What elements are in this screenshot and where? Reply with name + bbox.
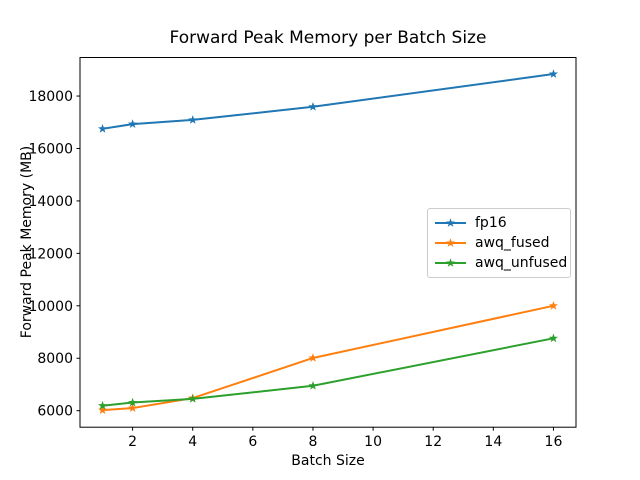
legend-label-awq-unfused: awq_unfused <box>475 255 568 271</box>
legend-line-awq-unfused-icon <box>435 258 466 267</box>
x-tick-label: 16 <box>545 434 563 450</box>
series-line-awq_fused <box>101 304 555 412</box>
x-tick-label: 6 <box>248 434 257 450</box>
y-axis-label: Forward Peak Memory (MB) <box>19 145 35 339</box>
legend-item-awq-unfused: awq_unfused <box>434 253 567 273</box>
legend-sample-star-icon <box>445 258 456 267</box>
data-point-marker-awq_fused <box>128 403 138 412</box>
x-axis-label: Batch Size <box>291 453 365 469</box>
data-point-marker-fp16 <box>308 101 318 111</box>
x-tick-label: 2 <box>128 434 137 450</box>
x-tick-label: 4 <box>188 434 197 450</box>
y-tick-label: 6000 <box>37 404 73 420</box>
data-point-marker-fp16 <box>548 69 559 78</box>
legend-item-fp16: fp16 <box>434 213 562 233</box>
y-tick-label: 10000 <box>28 299 73 315</box>
data-point-marker-awq_unfused <box>548 333 559 343</box>
x-tick-label: 14 <box>484 434 502 450</box>
chart-title: Forward Peak Memory per Batch Size <box>169 28 487 48</box>
x-tick-label: 8 <box>309 434 318 450</box>
data-point-marker-fp16 <box>128 119 138 128</box>
legend-sample-star-icon <box>445 238 456 247</box>
data-point-marker-fp16 <box>97 124 108 133</box>
data-point-marker-awq_fused <box>308 353 318 362</box>
legend-label-fp16: fp16 <box>475 215 507 231</box>
x-tick-label: 12 <box>424 434 442 450</box>
x-tick-label: 10 <box>364 434 382 450</box>
y-tick-label: 12000 <box>28 246 73 262</box>
y-tick-label: 16000 <box>28 141 73 157</box>
y-tick-label: 18000 <box>28 89 73 105</box>
legend: fp16 awq_fused awq_unfused <box>427 208 571 278</box>
data-point-marker-fp16 <box>188 115 198 124</box>
y-tick-label: 14000 <box>28 194 73 210</box>
legend-label-awq-fused: awq_fused <box>475 235 550 251</box>
series-line-fp16 <box>101 73 555 130</box>
legend-item-awq-fused: awq_fused <box>434 233 562 253</box>
legend-line-awq-fused-icon <box>435 238 466 247</box>
series-line-awq_unfused <box>101 337 555 407</box>
data-point-marker-awq_fused <box>97 405 108 415</box>
legend-sample-star-icon <box>445 218 456 227</box>
data-point-marker-awq_unfused <box>308 380 318 390</box>
legend-line-fp16-icon <box>435 218 466 227</box>
axes-frame <box>79 57 577 428</box>
data-point-marker-awq_unfused <box>128 397 138 407</box>
y-tick-label: 8000 <box>37 351 73 367</box>
data-point-marker-awq_unfused <box>97 400 108 410</box>
data-point-marker-awq_unfused <box>188 394 198 403</box>
data-point-marker-awq_fused <box>548 301 559 310</box>
